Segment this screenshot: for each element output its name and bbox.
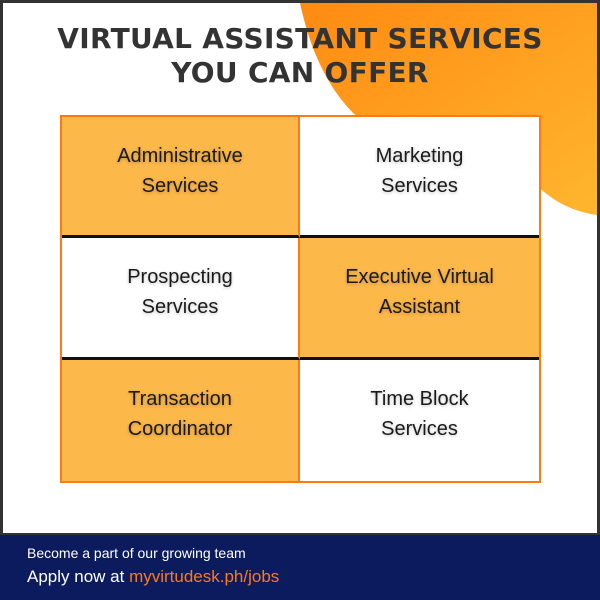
footer-tagline: Become a part of our growing team [27, 545, 246, 561]
title-line-1: VIRTUAL ASSISTANT SERVICES [57, 22, 543, 55]
apply-prefix: Apply now at [27, 567, 130, 586]
page-title: VIRTUAL ASSISTANT SERVICES YOU CAN OFFER [0, 22, 600, 90]
footer-apply: Apply now at myvirtudesk.ph/jobs [27, 567, 279, 587]
footer-banner: Become a part of our growing team Apply … [0, 535, 600, 600]
title-line-2: YOU CAN OFFER [171, 56, 429, 89]
apply-link[interactable]: myvirtudesk.ph/jobs [129, 567, 280, 586]
